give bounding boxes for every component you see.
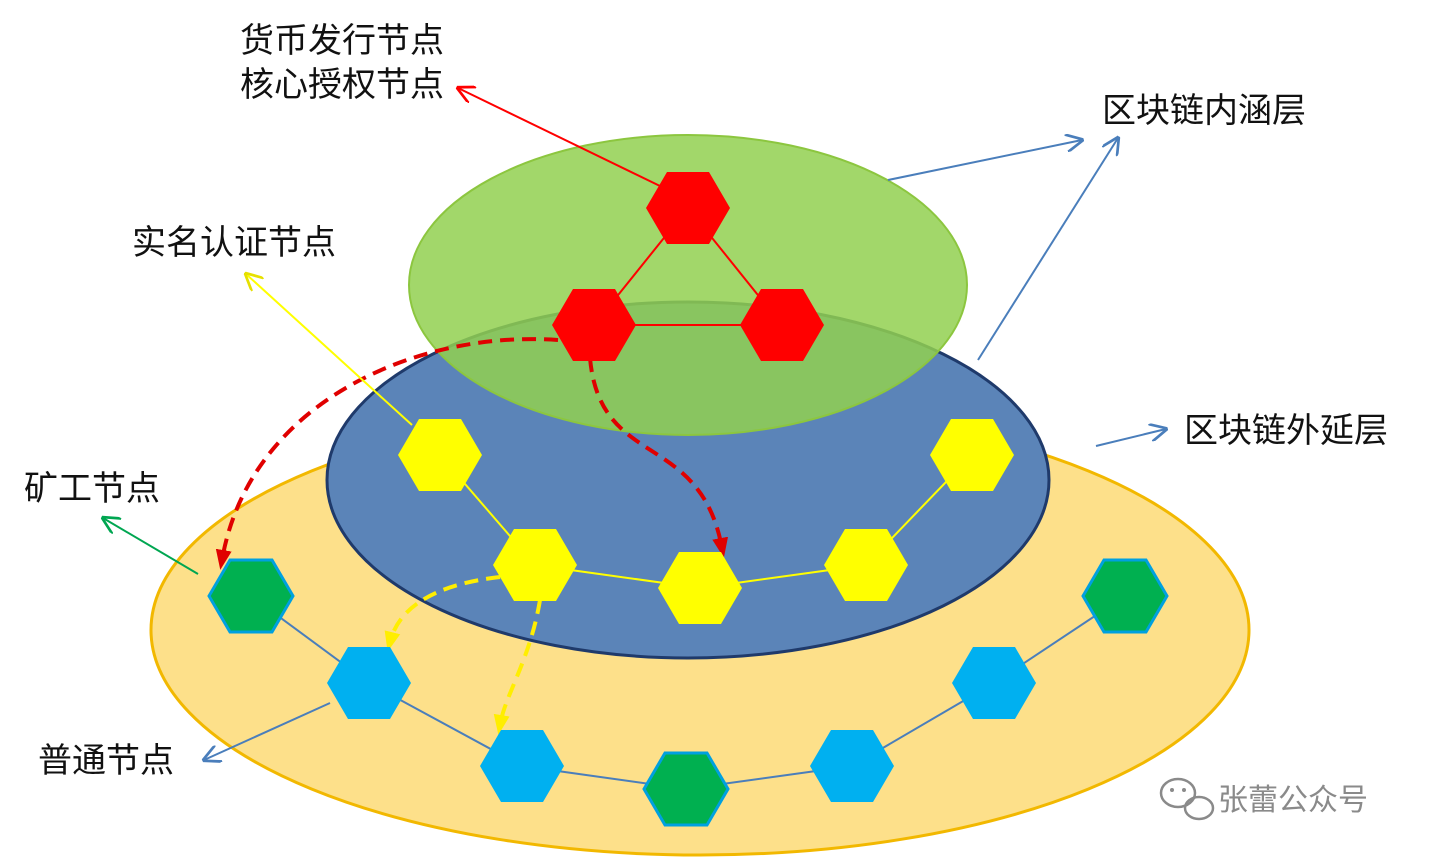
label-inner-layer: 区块链内涵层 [1102,91,1306,131]
inner-layer-label-arrow-1 [887,140,1082,181]
watermark-text: 张蕾公众号 [1218,783,1368,818]
core-label-arrow [458,88,661,187]
label-miner-node: 矿工节点 [24,469,160,509]
miner-node-3 [1081,558,1169,634]
realname-node-3 [658,552,742,624]
realname-node-5 [930,419,1014,491]
normal-node-3 [810,730,894,802]
realname-node-1 [398,419,482,491]
normal-node-4 [952,647,1036,719]
core-node-right [740,289,824,361]
miner-label-arrow [103,518,199,575]
wechat-icon [1159,777,1215,821]
inner-layer-ellipse [408,134,968,436]
label-normal-node: 普通节点 [38,741,174,781]
inner-layer-label-arrow-2 [977,138,1118,361]
core-node-top [646,172,730,244]
realname-to-normal-dashed-arrow-1 [384,575,501,652]
realname-to-normal-dashed-arrow-2 [493,599,542,735]
normal-node-1 [327,647,411,719]
realname-node-4 [824,529,908,601]
miner-node-1 [207,558,295,634]
normal-label-arrow [204,702,331,760]
label-currency-issuer: 货币发行节点 [240,21,444,61]
label-core-auth: 核心授权节点 [240,65,444,105]
normal-node-2 [480,730,564,802]
core-to-miner-dashed-arrow [215,337,559,570]
core-to-realname-dashed-arrow [588,357,729,558]
realname-label-arrow [246,274,413,426]
realname-node-2 [493,529,577,601]
label-realname-node: 实名认证节点 [132,223,336,263]
label-outer-layer: 区块链外延层 [1184,411,1388,451]
core-node-left [552,289,636,361]
outer-layer-label-arrow [1095,429,1166,447]
miner-node-2 [642,751,730,827]
